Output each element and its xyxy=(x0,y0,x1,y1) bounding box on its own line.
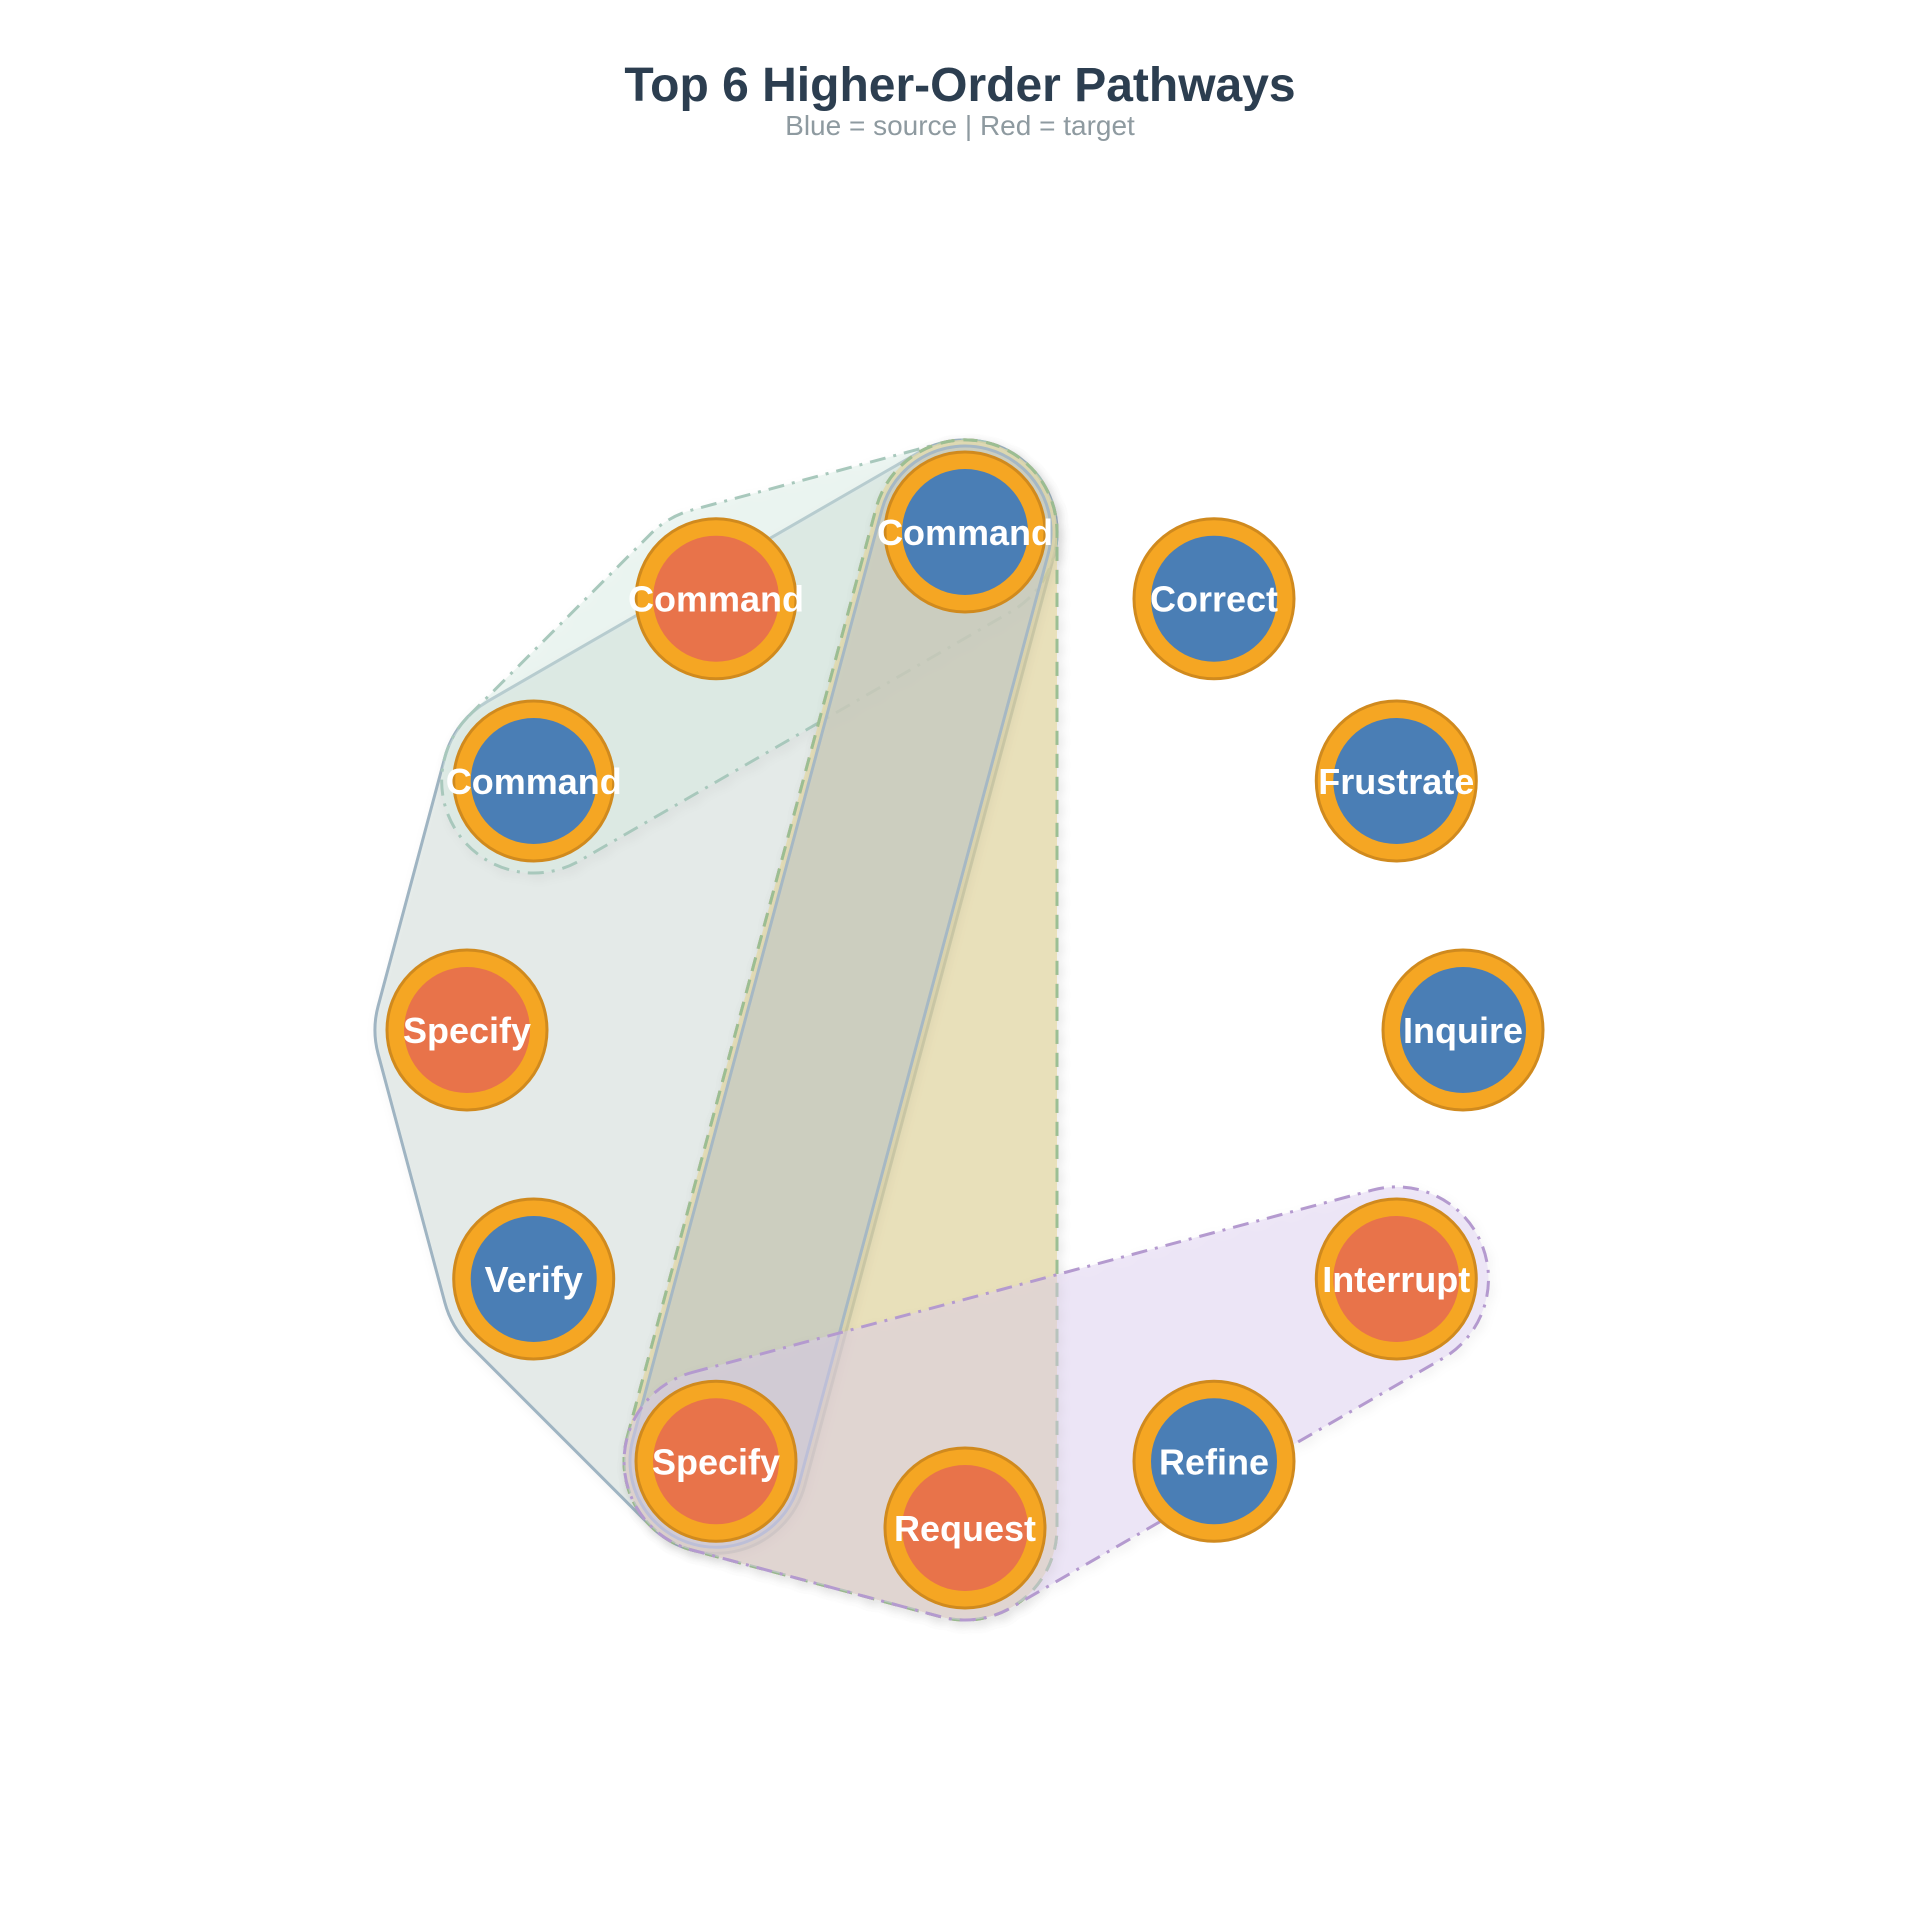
node-command-source[interactable]: Command xyxy=(446,699,622,863)
node-label: Command xyxy=(628,579,804,620)
node-verify-source[interactable]: Verify xyxy=(452,1197,616,1361)
node-label: Correct xyxy=(1150,579,1278,620)
node-command-target[interactable]: Command xyxy=(628,517,804,681)
chart-subtitle: Blue = source | Red = target xyxy=(785,110,1135,141)
node-command-source[interactable]: Command xyxy=(877,450,1053,614)
node-core-source xyxy=(1151,1398,1277,1525)
node-inquire-source[interactable]: Inquire xyxy=(1381,948,1545,1112)
node-core-target xyxy=(902,1465,1028,1591)
node-core-source xyxy=(470,1216,597,1342)
node-core-source xyxy=(1151,535,1277,662)
nodes: CommandCorrectFrustrateInquireInterruptR… xyxy=(385,450,1545,1610)
node-label: Request xyxy=(894,1508,1036,1549)
node-core-target xyxy=(1333,1216,1460,1342)
node-core-source xyxy=(470,718,597,844)
node-label: Refine xyxy=(1159,1441,1269,1482)
node-label: Inquire xyxy=(1403,1010,1523,1051)
node-correct-source[interactable]: Correct xyxy=(1132,517,1296,681)
node-label: Frustrate xyxy=(1318,761,1474,802)
node-refine-source[interactable]: Refine xyxy=(1132,1379,1296,1543)
node-core-target xyxy=(404,967,530,1093)
pathway-6-hull[interactable] xyxy=(622,1185,1490,1622)
node-core-source xyxy=(902,469,1028,595)
node-core-target xyxy=(653,1398,779,1525)
node-specify-target[interactable]: Specify xyxy=(385,948,549,1112)
node-label: Specify xyxy=(403,1010,531,1051)
node-core-source xyxy=(1400,967,1526,1093)
node-specify-target[interactable]: Specify xyxy=(634,1379,798,1543)
node-label: Specify xyxy=(652,1441,780,1482)
node-label: Interrupt xyxy=(1322,1259,1470,1300)
node-core-source xyxy=(1333,718,1460,844)
node-label: Command xyxy=(877,512,1053,553)
node-core-target xyxy=(653,535,779,662)
node-frustrate-source[interactable]: Frustrate xyxy=(1314,699,1478,863)
node-interrupt-target[interactable]: Interrupt xyxy=(1314,1197,1478,1361)
node-request-target[interactable]: Request xyxy=(883,1446,1047,1610)
node-label: Verify xyxy=(485,1259,583,1300)
node-label: Command xyxy=(446,761,622,802)
chart-title: Top 6 Higher-Order Pathways xyxy=(624,59,1296,112)
